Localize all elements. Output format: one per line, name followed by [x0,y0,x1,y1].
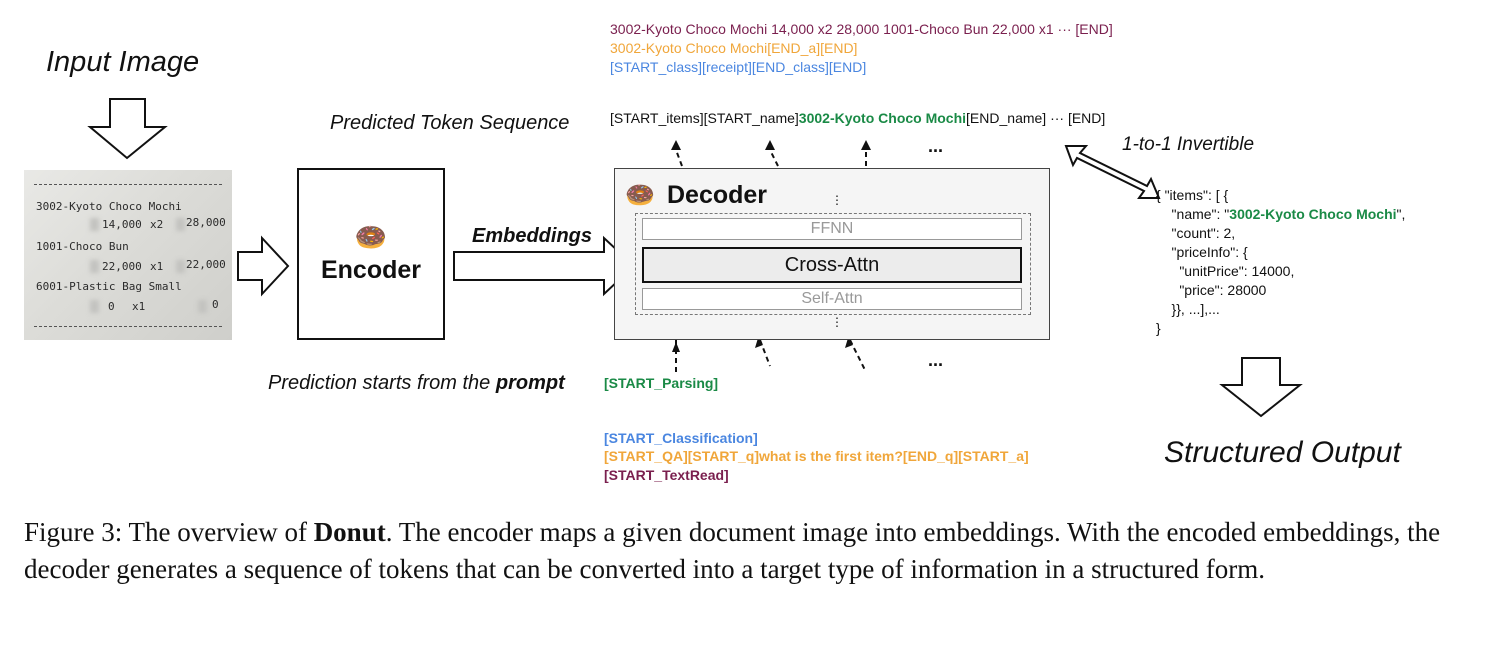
output-arrowheads [671,140,871,150]
output-parsing: [START_items][START_name]3002-Kyoto Choc… [610,110,1105,126]
structured-json: { "items": [ { "name": "3002-Kyoto Choco… [1156,187,1406,336]
encoder-label: Encoder [320,256,422,284]
invertible-label: 1-to-1 Invertible [1122,134,1255,155]
receipt-line-3: 6001-Plastic Bag Small [36,280,182,293]
prompt-textread: [START_TextRead] [604,467,729,483]
prompt-word: prompt [495,372,565,394]
receipt-top-dashes [34,184,222,185]
decoder-label: Decoder [667,181,768,209]
cross-attn-layer: Cross-Attn [642,247,1022,283]
output-token-arrows [675,149,867,167]
receipt-line-2-x: x1 [150,260,164,273]
decoder-donut-icon: 🍩 [625,182,655,209]
input-arrowheads [672,338,853,352]
embeddings-label: Embeddings [472,225,593,247]
output-classification: [START_class][receipt][END_class][END] [610,59,867,75]
input-down-arrow [87,98,168,160]
receipt-line-2: 1001-Choco Bun [36,240,129,253]
decoder-vdots-top: ⋮ [831,193,843,207]
structured-output-label: Structured Output [1164,436,1401,469]
prompt-qa: [START_QA][START_q]what is the first ite… [604,448,1029,464]
receipt-image: 3002-Kyoto Choco Mochi 14,000 x2 28,000 … [24,170,232,340]
decoder-vdots-bottom: ⋮ [831,315,843,329]
receipt-bottom-dashes [34,326,222,327]
ffnn-layer: FFNN [642,218,1022,240]
figure-caption: Figure 3: The overview of Donut. The enc… [24,517,1441,584]
prompt-classification: [START_Classification] [604,430,758,446]
receipt-line-3-x: x1 [132,300,146,313]
receipt-line-1-total: 28,000 [186,216,226,229]
output-qa: 3002-Kyoto Choco Mochi[END_a][END] [610,40,858,56]
receipt-line-3-total: 0 [212,298,219,311]
output-parsing-name: 3002-Kyoto Choco Mochi [798,110,967,126]
decoder-box: 🍩 Decoder ⋮ FFNN Cross-Attn Self-Attn ⋮ [614,168,1050,340]
predicted-token-sequence-label: Predicted Token Sequence [330,112,570,134]
encoder-box: 🍩 Encoder [297,168,445,340]
output-textread: 3002-Kyoto Choco Mochi 14,000 x2 28,000 … [610,21,1113,37]
receipt-line-1: 3002-Kyoto Choco Mochi [36,200,182,213]
receipt-line-1-qty: 14,000 [102,218,142,231]
prediction-starts-label: Prediction starts from the prompt [268,372,565,394]
input-ellipsis: ... [928,350,944,370]
invertible-double-arrow [1064,145,1161,199]
output-parsing-suffix: [END_name] ··· [END] [966,110,1106,126]
diagram-connectors [87,98,1303,418]
receipt-line-2-total: 22,000 [186,258,226,271]
image-to-encoder-arrow [237,235,290,297]
receipt-line-2-qty: 22,000 [102,260,142,273]
self-attn-layer: Self-Attn [642,288,1022,310]
decoder-layer-stack: FFNN Cross-Attn Self-Attn [635,213,1031,315]
caption-donut: Donut [313,517,386,547]
output-ellipsis: ... [928,136,944,156]
input-image-label: Input Image [46,46,200,78]
prompt-parsing: [START_Parsing] [604,375,719,391]
output-parsing-prefix: [START_items][START_name] [610,110,799,126]
receipt-line-1-x: x2 [150,218,164,231]
receipt-line-3-qty: 0 [108,300,115,313]
output-down-arrow [1219,357,1303,418]
input-token-arrows [675,339,867,373]
encoder-donut-icon: 🍩 [354,222,388,252]
